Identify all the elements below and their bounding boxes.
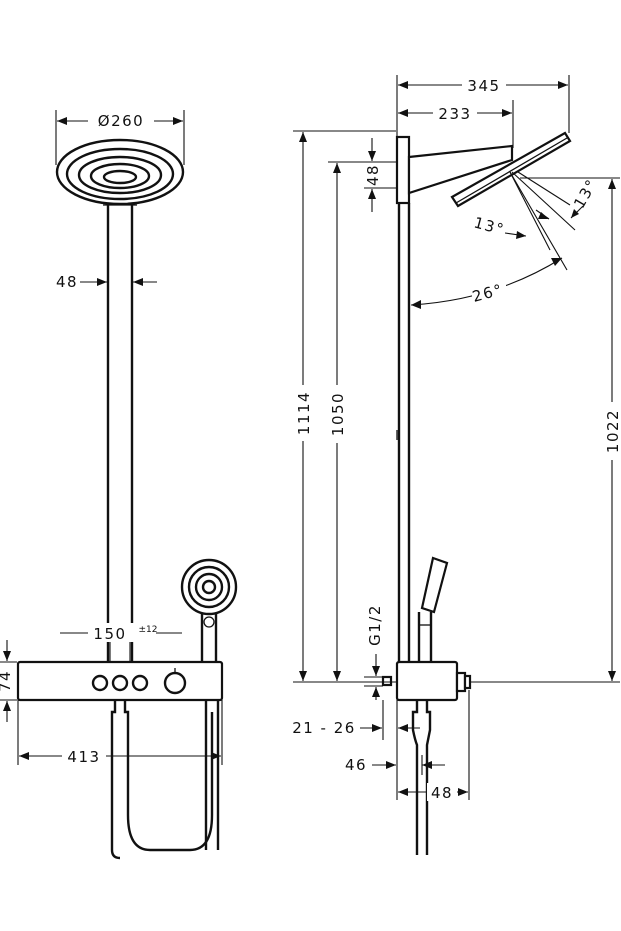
spray-angle-lines: 13° 13° 26° [410, 171, 604, 309]
hose-front [110, 700, 220, 860]
total-projection-label: 345 [467, 77, 500, 95]
spacing-tolerance-label: ±12 [139, 625, 158, 635]
dim-thread: G1/2 [364, 594, 384, 700]
dim-arm-projection: 233 [398, 100, 514, 148]
dim-body-depth: 48 [398, 690, 470, 802]
dim-thermostat-height: 74 [0, 640, 17, 722]
dim-head-height: 1022 [470, 177, 621, 683]
hand-shower-front [180, 558, 238, 662]
thermostat-front [16, 660, 224, 702]
head-diameter-label: Ø260 [98, 112, 144, 130]
spacing-label: 150 [93, 625, 126, 643]
hose-side [411, 700, 432, 855]
dim-spacing: 150 ±12 [60, 623, 182, 662]
dim-head-diameter: Ø260 [55, 110, 185, 165]
pipe-width-label: 48 [56, 273, 78, 291]
dim-arm-height: 1050 [328, 161, 396, 681]
side-view: 345 233 1114 1050 [292, 75, 621, 855]
dim-pipe-width: 48 [56, 273, 157, 291]
wall-distance-label: 21 - 26 [292, 719, 356, 737]
front-view: Ø260 48 150 ±12 [0, 110, 238, 860]
outlet-offset-label: 46 [345, 756, 367, 774]
overhead-shower-front [55, 138, 185, 206]
thermostat-height-label: 74 [0, 670, 14, 692]
total-height-label: 1114 [295, 391, 313, 435]
head-height-label: 1022 [604, 409, 621, 453]
riser-pipe-side [396, 203, 411, 662]
wall-bracket-side [395, 135, 411, 205]
dim-outlet-offset: 46 [345, 755, 445, 775]
dim-thermostat-width: 413 [17, 700, 223, 766]
arm-projection-label: 233 [438, 105, 471, 123]
shower-arm-side [407, 144, 514, 195]
dim-wall-distance: 21 - 26 [292, 700, 420, 800]
thread-label: G1/2 [366, 604, 384, 646]
riser-pipe-front [106, 205, 134, 662]
dim-total-height: 1114 [293, 130, 396, 683]
arm-thickness-label: 48 [364, 164, 382, 186]
overhead-shower-side [450, 131, 572, 208]
dim-arm-thickness: 48 [364, 138, 396, 212]
body-depth-label: 48 [431, 784, 453, 802]
thermostat-side [381, 660, 472, 702]
arm-height-label: 1050 [329, 392, 347, 436]
thermostat-width-label: 413 [67, 748, 100, 766]
hand-shower-side [417, 556, 449, 662]
dim-total-projection: 345 [396, 75, 570, 137]
